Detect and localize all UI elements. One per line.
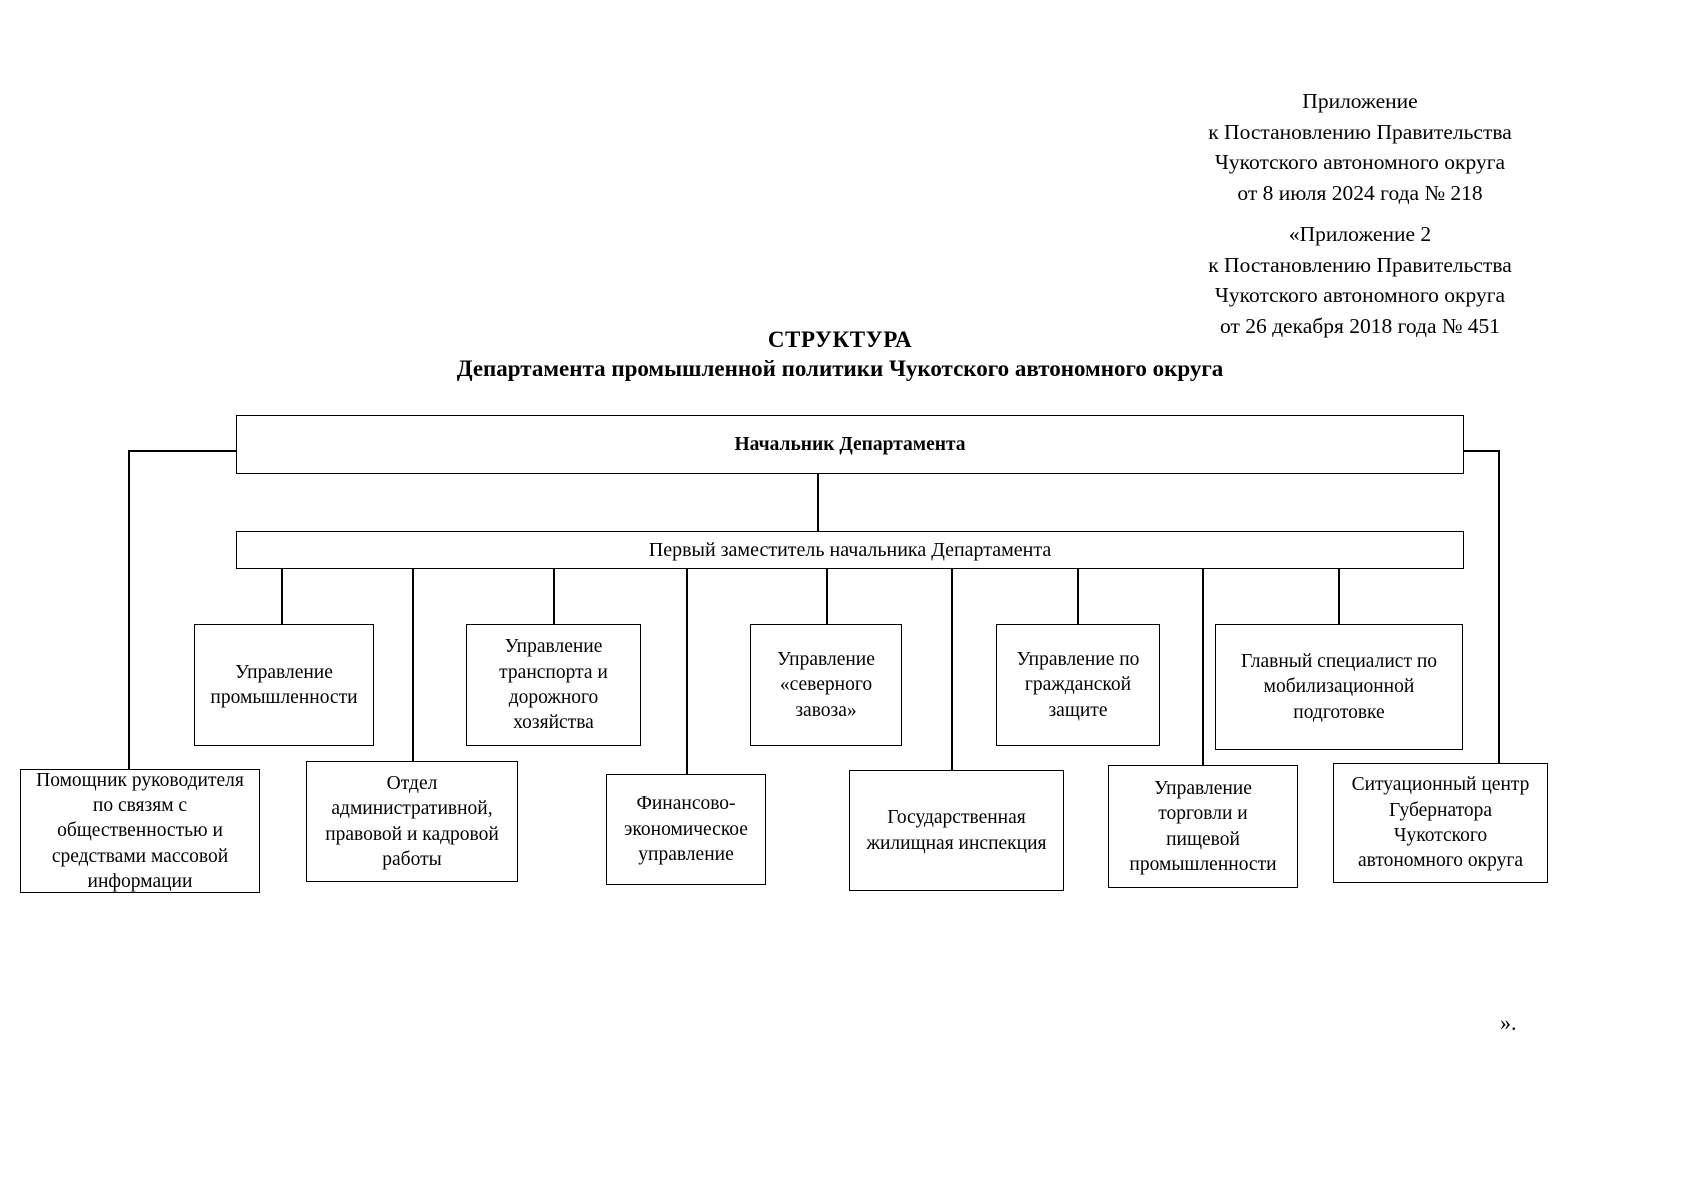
node-state-housing-inspection[interactable]: Государственная жилищная инспекция xyxy=(849,770,1064,891)
connector-deputy-to-northern-delivery xyxy=(826,567,828,624)
connector-deputy-to-industry xyxy=(281,567,283,624)
connector-deputy-to-mobilization xyxy=(1338,567,1340,624)
page-subtitle: Департамента промышленной политики Чукот… xyxy=(456,356,1224,381)
node-department-of-civil-defence[interactable]: Управление по гражданской защите xyxy=(996,624,1160,746)
connector-deputy-to-transport xyxy=(553,567,555,624)
connector-deputy-to-housing-inspection xyxy=(951,567,953,770)
node-department-of-industry[interactable]: Управление промышленности xyxy=(194,624,374,746)
node-department-of-northern-delivery[interactable]: Управление «северного завоза» xyxy=(750,624,902,746)
node-department-of-transport-and-roads[interactable]: Управление транспорта и дорожного хозяйс… xyxy=(466,624,641,746)
connector-deputy-to-civil-defence xyxy=(1077,567,1079,624)
connector-head-right-horizontal xyxy=(1464,450,1500,452)
header-reference-secondary: «Приложение 2 к Постановлению Правительс… xyxy=(1208,222,1512,338)
node-first-deputy-head[interactable]: Первый заместитель начальника Департамен… xyxy=(236,531,1464,569)
connector-head-left-horizontal xyxy=(128,450,236,452)
page-title: СТРУКТУРА xyxy=(767,327,913,352)
connector-deputy-to-admin-legal-hr xyxy=(412,567,414,761)
node-head-of-department[interactable]: Начальник Департамента xyxy=(236,415,1464,474)
connector-head-to-first-deputy xyxy=(817,474,819,533)
connector-head-left-vertical xyxy=(128,450,130,769)
node-finance-and-economic-department[interactable]: Финансово- экономическое управление xyxy=(606,774,766,885)
node-department-of-trade-and-food-industry[interactable]: Управление торговли и пищевой промышленн… xyxy=(1108,765,1298,888)
connector-deputy-to-trade-food xyxy=(1202,567,1204,765)
connector-head-right-vertical xyxy=(1498,450,1500,763)
node-administrative-legal-hr-division[interactable]: Отдел административной, правовой и кадро… xyxy=(306,761,518,882)
header-reference-primary: Приложение к Постановлению Правительства… xyxy=(1208,89,1512,205)
connector-deputy-to-finance-economic xyxy=(686,567,688,774)
closing-quote-mark: ». xyxy=(1500,1010,1517,1035)
node-assistant-for-public-relations[interactable]: Помощник руководителя по связям с общест… xyxy=(20,769,260,893)
node-governor-situation-center[interactable]: Ситуационный центр Губернатора Чукотског… xyxy=(1333,763,1548,883)
node-chief-specialist-mobilization[interactable]: Главный специалист по мобилизационной по… xyxy=(1215,624,1463,750)
